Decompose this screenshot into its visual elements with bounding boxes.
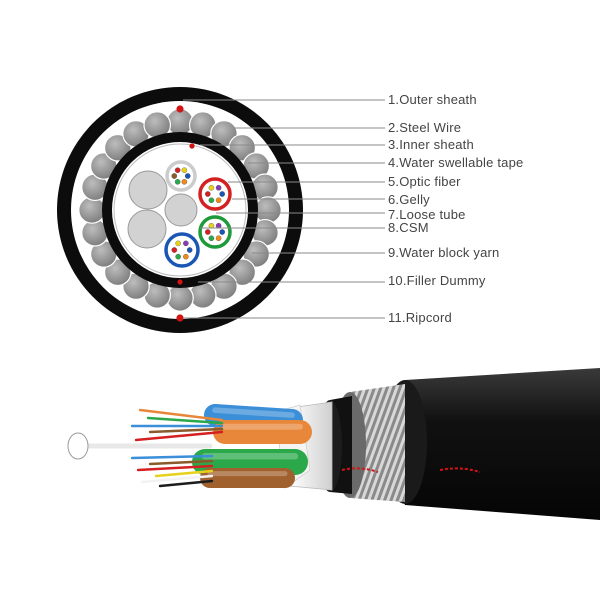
- optic-fiber: [216, 185, 221, 190]
- csm-center: [165, 194, 197, 226]
- inner-ripcord-dot: [177, 279, 182, 284]
- optic-fiber: [209, 236, 214, 241]
- steel-wire: [167, 285, 193, 311]
- label-csm: 8.CSM: [388, 220, 429, 236]
- fiber-strand: [150, 429, 222, 432]
- optic-fiber: [209, 198, 214, 203]
- label-outer-sheath: 1.Outer sheath: [388, 92, 477, 108]
- optic-fiber: [176, 241, 181, 246]
- stripped-cable-view: [68, 368, 600, 520]
- fiber-strand: [136, 432, 222, 440]
- loose-tube-white: [167, 162, 195, 190]
- cable-cross-section: [57, 87, 303, 333]
- filler-dummy: [129, 171, 167, 209]
- loose-tube-green: [200, 217, 230, 247]
- strength-member-end: [68, 433, 88, 459]
- optic-fiber: [182, 179, 187, 184]
- filler-dummy: [128, 210, 166, 248]
- optic-fiber: [187, 247, 192, 252]
- label-steel-wire: 2.Steel Wire: [388, 120, 461, 136]
- optic-fiber: [185, 173, 190, 178]
- inner-ripcord-dot: [189, 143, 194, 148]
- optic-fiber: [176, 254, 181, 259]
- optic-fiber: [172, 247, 177, 252]
- optic-fiber: [216, 198, 221, 203]
- steel-wire: [79, 197, 105, 223]
- steel-wire: [167, 109, 193, 135]
- optic-fiber: [220, 191, 225, 196]
- ripcord-dot: [176, 105, 183, 112]
- label-optic-fiber: 5.Optic fiber: [388, 174, 461, 190]
- optic-fiber: [209, 185, 214, 190]
- optic-fiber: [183, 241, 188, 246]
- optic-fiber: [182, 168, 187, 173]
- loose-tube-red: [200, 179, 230, 209]
- label-ripcord: 11.Ripcord: [388, 310, 452, 326]
- label-filler-dummy: 10.Filler Dummy: [388, 273, 486, 289]
- steel-wire: [255, 197, 281, 223]
- optic-fiber: [216, 236, 221, 241]
- loose-tube-blue: [166, 234, 198, 266]
- optic-fiber: [175, 168, 180, 173]
- label-inner-sheath: 3.Inner sheath: [388, 137, 474, 153]
- label-water-swellable-tape: 4.Water swellable tape: [388, 155, 523, 171]
- label-water-block-yarn: 9.Water block yarn: [388, 245, 500, 261]
- optic-fiber: [205, 229, 210, 234]
- optic-fiber: [183, 254, 188, 259]
- ripcord-dot: [176, 314, 183, 321]
- optic-fiber: [172, 173, 177, 178]
- label-gelly: 6.Gelly: [388, 192, 430, 208]
- optic-fiber: [220, 229, 225, 234]
- optic-fiber: [175, 179, 180, 184]
- optic-fiber: [205, 191, 210, 196]
